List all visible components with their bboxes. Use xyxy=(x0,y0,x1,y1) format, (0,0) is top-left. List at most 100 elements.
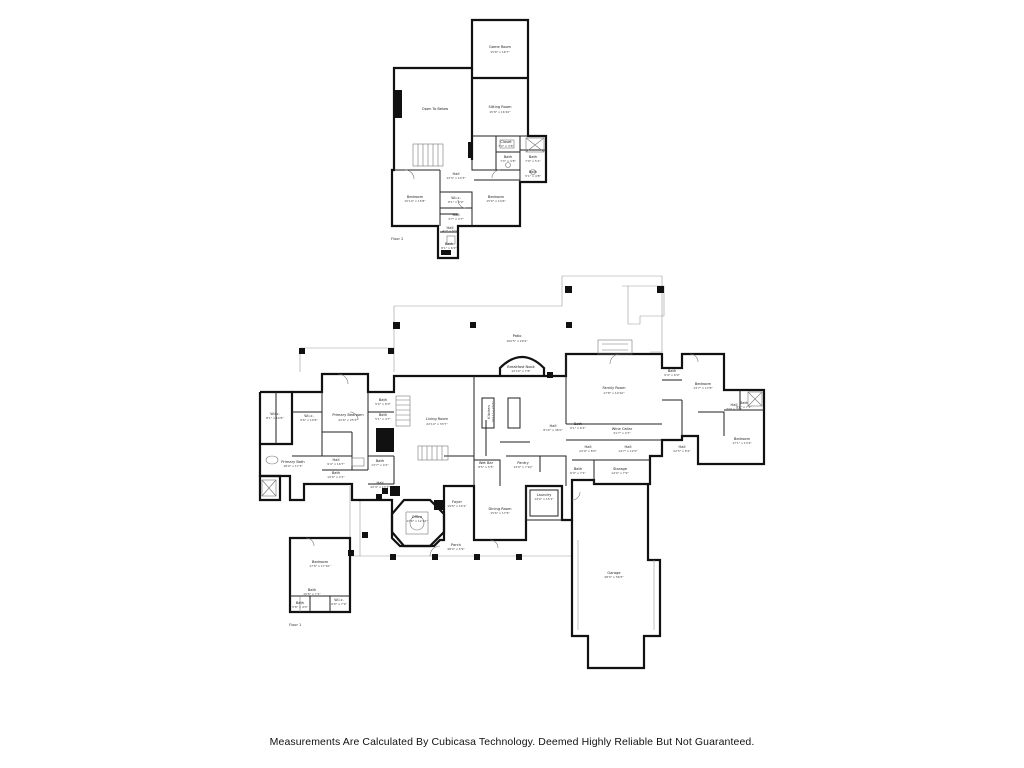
room-size: 9'6" x 10'6" xyxy=(300,418,318,422)
room-size: 13'6" x 12'10" xyxy=(406,519,428,523)
room-label: Hall xyxy=(731,403,738,407)
room-size: 22'10" x 33'7" xyxy=(426,422,448,426)
room-size: 3'7" x 3'7" xyxy=(448,217,464,221)
room-label: Bath xyxy=(376,459,384,463)
room-size: 8'1" x 5'9" xyxy=(448,200,464,204)
room-label: Storage xyxy=(613,467,628,471)
room-label: Bath xyxy=(445,242,453,246)
patio-outline xyxy=(299,275,663,372)
room-size: 22'5" x 8'2" xyxy=(673,449,691,453)
room-label: Primary Bath xyxy=(281,460,304,464)
room-size: 6'1" x 6'1" xyxy=(570,426,586,430)
room-label: Breakfast Nook xyxy=(507,365,535,369)
room-size: 15'8" x 16'10" xyxy=(489,110,511,114)
room-size: 9'4" x 16'7" xyxy=(327,462,345,466)
room-label: Porch xyxy=(451,543,461,547)
room-label: Bath xyxy=(379,413,387,417)
room-label: Sitting Room xyxy=(488,105,512,109)
room-size: 14'7" x 12'0" xyxy=(618,449,638,453)
room-label: Closet xyxy=(500,140,512,144)
room-label: Bedroom xyxy=(695,382,712,386)
room-size: 8'1" x 10'6" xyxy=(266,416,284,420)
room-size: 7'9" x 5'1" xyxy=(525,159,541,163)
room-size: 15'6" x 17'6" xyxy=(490,511,510,515)
room-size: 5'0" x 8'0" xyxy=(375,402,391,406)
room-label: Game Room xyxy=(489,45,512,49)
room-size: 15'10" x 15'8" xyxy=(404,199,426,203)
room-label: Kitchen xyxy=(487,405,491,419)
room-size: 17'1" x 13'4" xyxy=(732,441,752,445)
room-label: Bath xyxy=(668,369,676,373)
floor-1-label: Floor 1 xyxy=(289,623,301,627)
bedroom-suite-outline xyxy=(288,536,352,614)
room-size: 13'3" x 14'3" xyxy=(446,176,466,180)
room-label: Foyer xyxy=(452,500,462,504)
room-size: 105'5" x 29'4" xyxy=(506,339,528,343)
room-label: W.i.c. xyxy=(304,414,314,418)
room-size: 15'6" x 14'6" xyxy=(486,199,506,203)
room-label: Bedroom xyxy=(488,195,505,199)
room-size: 17'6" x 17'10" xyxy=(309,564,331,568)
room-label: Bath xyxy=(529,155,537,159)
room-size: 5'8" x 4'0" xyxy=(292,605,308,609)
room-label: Open To Below xyxy=(422,107,449,111)
room-size: 14'0" x 15'1" xyxy=(534,497,554,501)
room-size: 10'6" x 4'1" xyxy=(327,475,345,479)
room-label: Garage xyxy=(607,571,621,575)
room-label: Living Room xyxy=(426,417,449,421)
room-label: Hall xyxy=(447,226,454,230)
room-size: 13'7" x 17'8" xyxy=(693,386,713,390)
room-label: Bath xyxy=(504,155,512,159)
room-size: 15'8" x 16'7" xyxy=(490,50,510,54)
room-label: Hall xyxy=(550,424,557,428)
room-label: Bath xyxy=(308,588,316,592)
room-label: Hall xyxy=(453,172,460,176)
room-size: 31'7" x 4'7" xyxy=(613,431,631,435)
room-label: Patio xyxy=(513,334,522,338)
room-size: 22'9" x 8'0" xyxy=(579,449,597,453)
room-label: Hall xyxy=(377,481,384,485)
room-label: Bath xyxy=(529,170,537,174)
floor-2-outline xyxy=(390,18,548,260)
room-size: 13'7" x 9'1" xyxy=(371,463,389,467)
room-size: 7'0" x 3'6" xyxy=(498,144,514,148)
room-size: 10'6" x 7'1" xyxy=(303,592,321,596)
room-label: W.i.c. xyxy=(334,598,344,602)
disclaimer-text: Measurements Are Calculated By Cubicasa … xyxy=(269,736,755,748)
room-size: 6'6" x 7'9" xyxy=(331,602,347,606)
room-label: Bath xyxy=(379,398,387,402)
room-size: 9'4" x 6'0" xyxy=(664,373,680,377)
room-size: 16'11" x 23'3" xyxy=(491,401,495,423)
room-size: 5'1" x 4'7" xyxy=(375,417,391,421)
room-size: 6'9" x 7'1" xyxy=(570,471,586,475)
room-label: Bath xyxy=(296,601,304,605)
room-size: 14'9" x 7'10" xyxy=(513,465,533,469)
floor-2-plan: Floor 2 Game Room 15'8" x 16'7" Open To … xyxy=(390,18,548,260)
room-label: Bath xyxy=(332,471,340,475)
room-label: W.i.c. xyxy=(270,412,280,416)
room-label: Bedroom xyxy=(312,560,329,564)
room-label: Hall xyxy=(679,445,686,449)
room-label: Bedroom xyxy=(734,437,751,441)
room-label: Dining Room xyxy=(489,507,512,511)
room-label: Bath xyxy=(740,401,748,405)
room-size: 18'9" x 17'3" xyxy=(283,464,303,468)
floor-1-outline xyxy=(258,352,766,548)
floor-1-plan: Floor 1 Patio 105'5" x 29'4" Breakfast N… xyxy=(258,275,766,670)
room-label: Pantry xyxy=(517,461,529,465)
room-size: 8'1" x 6'2" xyxy=(441,246,457,250)
room-label: Hall xyxy=(333,458,340,462)
room-size: 8'5" x 5'5" xyxy=(478,465,494,469)
room-label: Wine Cellar xyxy=(612,427,633,431)
room-label: Family Room xyxy=(603,386,626,390)
room-size: 28'0" x 56'5" xyxy=(604,575,624,579)
room-label: Bath xyxy=(574,422,582,426)
room-size: 5'1" x 4'8" xyxy=(525,174,541,178)
room-size: 8'10" x 36'0" xyxy=(543,428,563,432)
floor-2-label: Floor 2 xyxy=(391,237,403,241)
room-size: 4'7" x 8'0" xyxy=(442,229,458,233)
room-size: 19'6" x 10'1" xyxy=(447,504,467,508)
room-size: 22'6" x 25'3" xyxy=(338,418,358,422)
room-label: Laundry xyxy=(537,493,553,497)
room-size: 12'10" x 7'8" xyxy=(511,369,531,373)
